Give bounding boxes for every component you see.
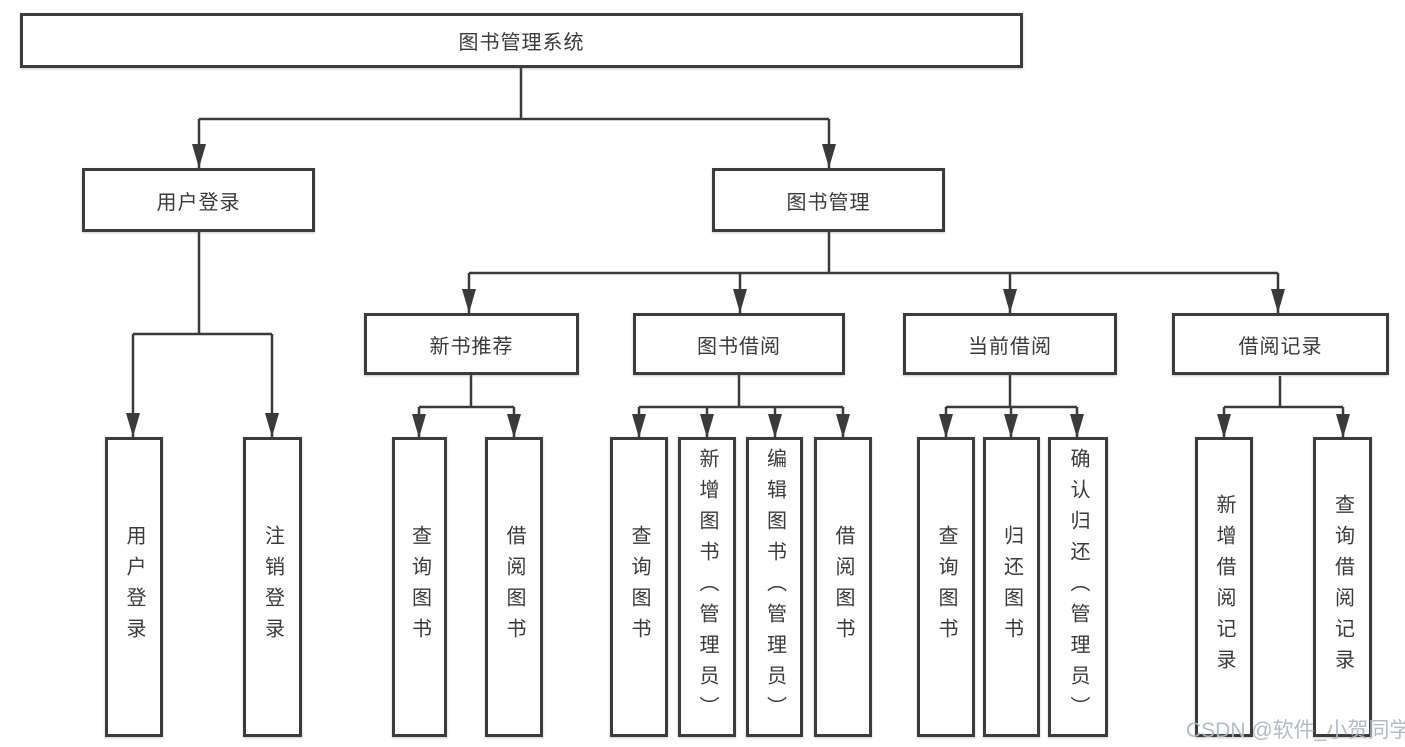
node-book-borrowing: 图书借阅 (633, 313, 845, 375)
node-current-borrowing: 当前借阅 (903, 313, 1117, 375)
leaf-recommend-borrow-books: 借阅图书 (485, 437, 543, 737)
leaf-borrowing-edit-books-admin: 编辑图书（管理员） (746, 437, 803, 737)
leaf-current-return-books: 归还图书 (983, 437, 1040, 737)
csdn-watermark: CSDN @软件_小贺同学 (1186, 719, 1405, 742)
leaf-records-query-borrow-record: 查询借阅记录 (1313, 437, 1372, 737)
node-new-book-recommendation: 新书推荐 (364, 313, 579, 375)
node-borrowing-records: 借阅记录 (1172, 313, 1389, 375)
arrowheads (126, 144, 1350, 438)
leaf-borrowing-add-books-admin: 新增图书（管理员） (678, 437, 736, 737)
leaf-records-add-borrow-record: 新增借阅记录 (1195, 437, 1253, 737)
leaf-user-login: 用户登录 (105, 437, 163, 737)
node-user-login: 用户登录 (82, 168, 315, 232)
leaf-borrowing-borrow-books: 借阅图书 (814, 437, 872, 737)
node-book-management: 图书管理 (712, 168, 945, 232)
node-library-management-system: 图书管理系统 (20, 13, 1023, 68)
leaf-recommend-query-books: 查询图书 (392, 437, 447, 737)
leaf-current-query-books: 查询图书 (917, 437, 975, 737)
leaf-borrowing-query-books: 查询图书 (610, 437, 668, 737)
connector-paths (131, 68, 1345, 438)
leaf-current-confirm-return-admin: 确认归还（管理员） (1048, 437, 1108, 737)
leaf-logout: 注销登录 (243, 437, 302, 737)
